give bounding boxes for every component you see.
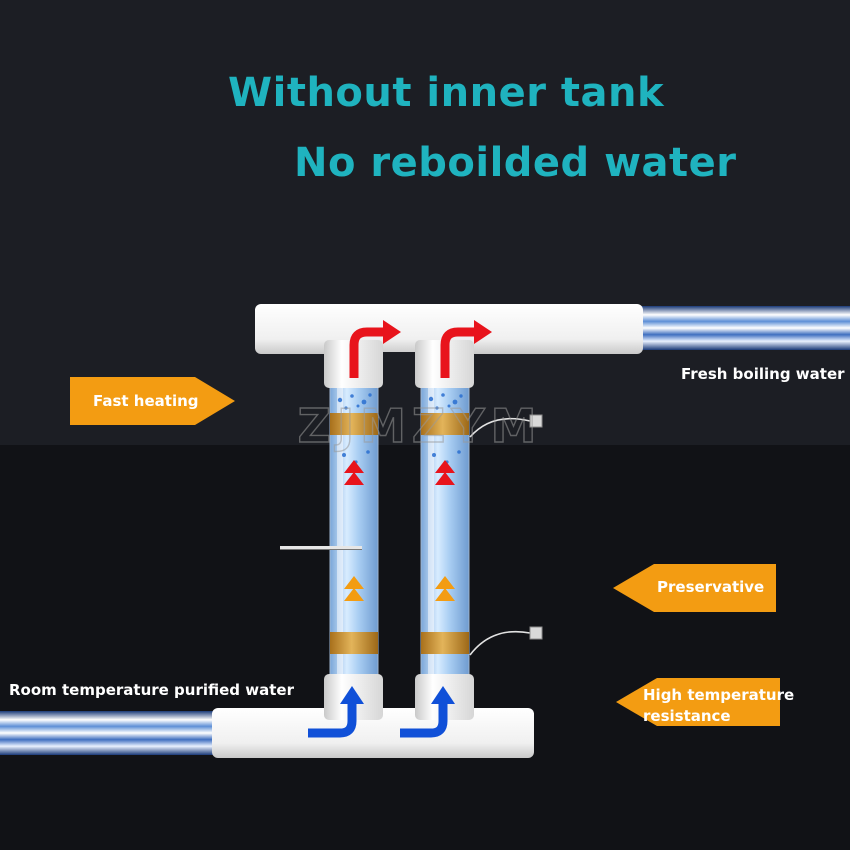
preservative-label: Preservative xyxy=(657,578,765,596)
hot-outflow-arrowhead xyxy=(474,320,492,344)
heading-no-reboiled-water: No reboilded water xyxy=(294,140,737,186)
heading-without-inner-tank: Without inner tank xyxy=(228,70,665,116)
sensor-connector xyxy=(529,414,543,640)
rising-hot-arrows xyxy=(344,460,455,485)
inlet-water-stream xyxy=(0,711,216,755)
outlet-label: Fresh boiling water xyxy=(681,365,845,383)
inlet-pipe xyxy=(212,708,534,758)
preservative-tag xyxy=(613,564,776,612)
copper-band xyxy=(421,413,469,435)
heating-tube-right xyxy=(420,384,470,678)
sensor-wire xyxy=(469,417,531,656)
high-temperature-tag xyxy=(616,678,780,726)
resistance-label: resistance xyxy=(643,707,731,725)
outlet-water-stream xyxy=(640,306,850,350)
cold-inflow-arrowhead xyxy=(340,686,364,704)
cold-inflow-arrow xyxy=(308,702,448,738)
copper-band xyxy=(330,413,378,435)
rising-warm-arrows xyxy=(344,576,455,601)
inlet-label: Room temperature purified water xyxy=(9,681,294,699)
fast-heating-tag xyxy=(70,377,235,425)
cold-inflow-arrowhead xyxy=(431,686,455,704)
copper-band xyxy=(421,632,469,654)
hot-outflow-arrow xyxy=(349,327,476,378)
fast-heating-label: Fast heating xyxy=(93,392,199,410)
hot-outflow-arrowhead xyxy=(383,320,401,344)
probe-rod xyxy=(280,546,362,550)
copper-band xyxy=(330,632,378,654)
heating-tube-left xyxy=(329,384,379,678)
high-temperature-label: High temperature xyxy=(643,686,795,704)
watermark: ZJMZYM xyxy=(298,399,543,453)
